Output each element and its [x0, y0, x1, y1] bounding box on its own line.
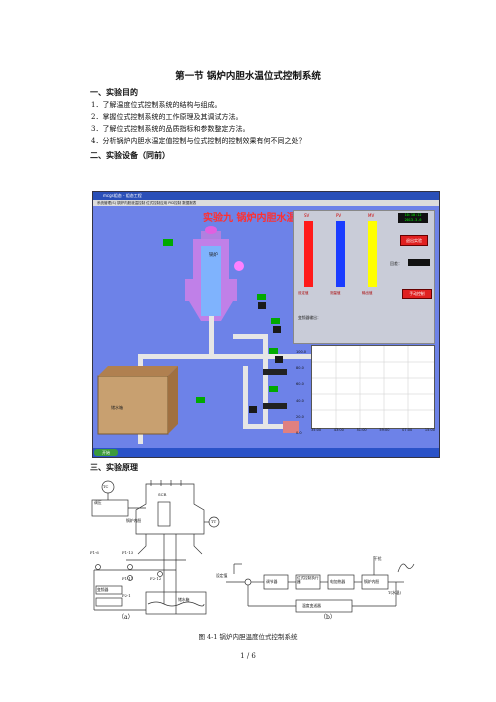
exit-experiment-button[interactable]: 退出实验: [400, 235, 428, 246]
label-reservoir: 储水箱: [178, 597, 190, 602]
start-button[interactable]: 开始: [94, 449, 118, 456]
experiment-banner: 实验九 锅炉内胆水温位式控制: [203, 213, 337, 224]
label-disturbance: 干扰: [374, 556, 382, 561]
figure-sublabel-b: （b）: [320, 614, 336, 621]
figure-sublabel-a: （a）: [118, 614, 134, 621]
boiler-label: 锅炉: [209, 253, 218, 258]
clock-display: 10:10:12 2013-3-6: [398, 213, 428, 223]
label-voltage: 调压: [94, 500, 102, 505]
sv-bar: [304, 221, 313, 287]
figure-caption: 图 4-1 锅炉内胆温度位式控制系统: [198, 633, 298, 641]
label-tt: TT: [211, 519, 217, 524]
pv-label: PV: [336, 213, 342, 218]
label-f1-11: F1-11: [122, 576, 134, 581]
mv-label: MV: [368, 213, 375, 218]
page-number: 1 / 6: [240, 652, 256, 660]
sv-label: SV: [304, 213, 310, 218]
label-heater: 电加热器: [330, 579, 346, 584]
objective-3: 3．了解位式控制系统的品质指标和参数整定方法。: [91, 125, 250, 133]
trend-chart: [311, 345, 435, 429]
objective-1: 1．了解温度位式控制系统的结构与组成。: [91, 101, 222, 109]
process-diagram: [97, 226, 318, 444]
page-title: 第一节 锅炉内胆水温位式控制系统: [175, 71, 321, 82]
objective-2: 2．掌握位式控制系统的工作原理及其调试方法。: [91, 113, 243, 121]
legend-sv: 设定值: [298, 291, 309, 295]
label-inverter: 变频器: [97, 587, 109, 592]
hysteresis-display: [408, 259, 430, 266]
label-actuator: 位式控制执行器: [297, 576, 319, 584]
section-heading-principle: 三、实验原理: [90, 462, 138, 472]
label-setpoint: 设定值: [216, 573, 228, 578]
label-p2-1: P2-1: [122, 593, 131, 598]
label-inner-tank-b: 锅炉内胆: [364, 579, 380, 584]
label-f1-13: F1-13: [122, 550, 134, 555]
mv-bar: [368, 221, 377, 287]
legend-mv: 输出值: [362, 291, 373, 295]
taskbar: 开始: [93, 448, 439, 457]
label-controller: 调节器: [266, 579, 278, 584]
label-f2-12: F2-12: [150, 576, 162, 581]
reservoir-label: 储水箱: [111, 405, 123, 410]
figure-4-1: [91, 480, 415, 615]
label-water-temp: T(水温): [388, 590, 402, 595]
section-heading-objectives: 一、实验目的: [90, 87, 138, 97]
label-f1-6: F1-6: [90, 550, 99, 555]
mcgs-screenshot: mcgs组态 - 组态工程 系统管理(S) 锅炉内胆液温控制 位式控制应用 PI…: [92, 191, 440, 458]
control-panel: SV PV MV 设定值 测量值 输出值 10:10:12 2013-3-6 退…: [293, 210, 435, 344]
window-titlebar: mcgs组态 - 组态工程: [93, 192, 439, 200]
label-inner-tank: 锅炉内胆: [126, 518, 142, 523]
window-menubar: 系统管理(S) 锅炉内胆液温控制 位式控制应用 PID控制 数据报表: [93, 200, 439, 206]
label-scr: SCR: [158, 492, 167, 497]
objective-4: 4．分析锅炉内胆水温定值控制与位式控制的控制效果有何不同之处？: [91, 137, 306, 145]
manual-control-button[interactable]: 手动控制: [402, 289, 432, 299]
inverter-output-label: 变频器输出：: [298, 315, 321, 320]
section-heading-equipment: 二、实验设备（同前）: [90, 150, 170, 160]
legend-pv: 测量值: [330, 291, 341, 295]
label-tc: TC: [103, 484, 109, 489]
pv-bar: [336, 221, 345, 287]
label-transmitter: 温度变送器: [302, 603, 321, 608]
hysteresis-label: 回差：: [390, 261, 402, 266]
